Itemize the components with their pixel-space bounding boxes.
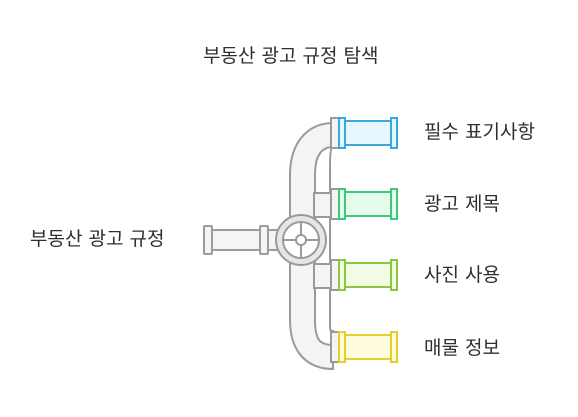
branch-pipe-1 — [338, 117, 398, 149]
branch-label-1: 필수 표기사항 — [424, 121, 535, 143]
branch-pipe-3 — [338, 259, 398, 291]
diagram-title: 부동산 광고 규정 탐색 — [203, 45, 379, 67]
valve-hub — [275, 214, 327, 266]
input-pipe — [203, 225, 283, 255]
root-label: 부동산 광고 규정 — [30, 228, 165, 250]
branch-label-2: 광고 제목 — [424, 193, 500, 215]
branch-pipe-2 — [338, 188, 398, 220]
branch-pipes — [338, 117, 398, 363]
branch-label-4: 매물 정보 — [424, 337, 500, 359]
branch-flanges — [330, 117, 340, 363]
branch-pipe-4 — [338, 331, 398, 363]
branch-label-3: 사진 사용 — [424, 264, 500, 286]
